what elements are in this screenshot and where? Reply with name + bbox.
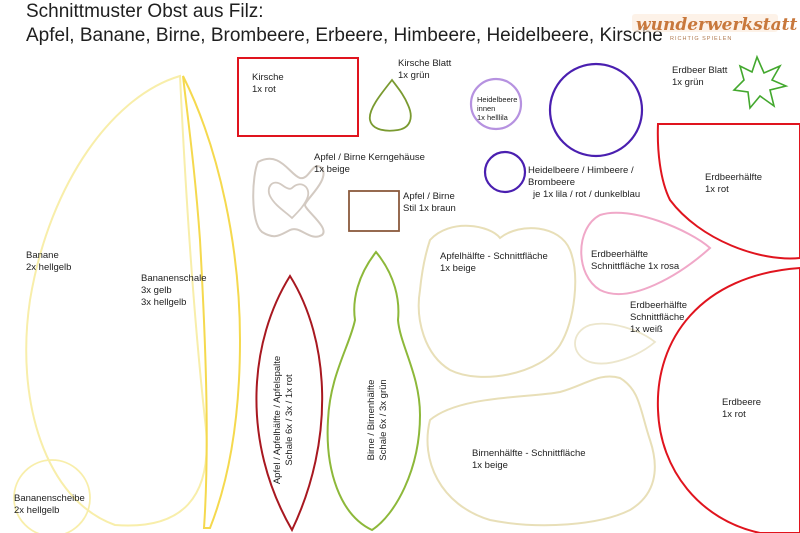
kirsche-blatt-qty: 1x grün xyxy=(398,70,430,81)
birne-shape xyxy=(326,250,422,532)
kerngehaeuse-label: Apfel / Birne Kerngehäuse xyxy=(314,152,425,163)
heidelbeere-innen-shape xyxy=(469,77,523,131)
kirsche-blatt-label: Kirsche Blatt xyxy=(398,58,452,69)
stil-qty: Stil 1x braun xyxy=(403,203,456,214)
stil-shape xyxy=(348,190,400,232)
erdbeerhaelfte-shape xyxy=(656,123,800,260)
apfelhaelfte-label: Apfelhälfte - Schnittfläche xyxy=(440,251,548,262)
bananenscheibe-label: Bananenscheibe xyxy=(14,493,85,504)
birne-qty: Schale 6x / 3x grün xyxy=(378,379,389,460)
bananenschale-qty2: 3x hellgelb xyxy=(141,297,186,308)
bananenschale-shape xyxy=(182,75,242,529)
heidelbeere-label: Heidelbeere / Himbeere / xyxy=(528,165,634,176)
apfelspalte-shape xyxy=(255,274,324,533)
heidelbeere-innen-qty: 1x helllila xyxy=(477,113,509,122)
kirsche-blatt-shape xyxy=(368,78,412,132)
heidelbeere-line2: Brombeere xyxy=(528,177,575,188)
kirsche-qty: 1x rot xyxy=(252,84,276,95)
erdbeer-schnitt-weiss-label: Erdbeerhälfte xyxy=(630,300,687,311)
page-title: Schnittmuster Obst aus Filz: xyxy=(26,1,264,22)
erdbeere-shape xyxy=(656,266,800,533)
apfelhaelfte-qty: 1x beige xyxy=(440,263,476,274)
banane-qty: 2x hellgelb xyxy=(26,262,71,273)
erdbeer-schnitt-rosa-qty: Schnittfläche 1x rosa xyxy=(591,261,680,272)
logo-text: wunderwerkstatt xyxy=(636,15,797,35)
bananenschale-label: Bananenschale xyxy=(141,273,207,284)
erdbeer-blatt-qty: 1x grün xyxy=(672,77,704,88)
erdbeere-label: Erdbeere xyxy=(722,397,761,408)
wunderwerkstatt-logo: wunderwerkstatt RICHTIG SPIELEN xyxy=(632,14,797,42)
erdbeerhaelfte-label: Erdbeerhälfte xyxy=(705,172,762,183)
heidelbeere-shape xyxy=(483,150,527,194)
bananenscheibe-qty: 2x hellgelb xyxy=(14,505,59,516)
logo-tagline: RICHTIG SPIELEN xyxy=(670,36,732,42)
apfelspalte-qty: Schale 6x / 3x / 1x rot xyxy=(284,374,295,466)
kirsche-label: Kirsche xyxy=(252,72,284,83)
kerngehaeuse-qty: 1x beige xyxy=(314,164,350,175)
birne-label: Birne / Birnenhälfte xyxy=(366,380,377,461)
page-subtitle: Apfel, Banane, Birne, Brombeere, Erbeere… xyxy=(26,25,663,46)
birnenhaelfte-shape xyxy=(426,375,656,527)
apfelhaelfte-shape xyxy=(417,224,577,378)
stil-label: Apfel / Birne xyxy=(403,191,455,202)
banane-shape xyxy=(25,74,208,527)
erdbeer-blatt-shape xyxy=(732,54,789,110)
banane-label: Banane xyxy=(26,250,59,261)
heidelbeere-qty: je 1x lila / rot / dunkelblau xyxy=(532,189,640,200)
erdbeer-schnitt-rosa-shape xyxy=(580,211,712,295)
erdbeere-qty: 1x rot xyxy=(722,409,746,420)
heidelbeere-gross-shape xyxy=(548,62,644,158)
bananenscheibe-shape xyxy=(13,459,91,533)
birnenhaelfte-label: Birnenhälfte - Schnittfläche xyxy=(472,448,586,459)
erdbeer-schnitt-weiss-line2: Schnittfläche xyxy=(630,312,684,323)
erdbeer-blatt-label: Erdbeer Blatt xyxy=(672,65,728,76)
kirsche-shape xyxy=(237,57,359,137)
heidelbeere-innen-line2: innen xyxy=(477,104,495,113)
apfelspalte-label: Apfel / Apfelhälfte / Apfelspalte xyxy=(272,356,283,484)
heidelbeere-innen-label: Heidelbeere xyxy=(477,95,517,104)
erdbeer-schnitt-rosa-label: Erdbeerhälfte xyxy=(591,249,648,260)
bananenschale-qty: 3x gelb xyxy=(141,285,172,296)
kerngehaeuse-heart-shape xyxy=(267,181,310,220)
kerngehaeuse-shape xyxy=(252,158,325,238)
erdbeer-schnitt-weiss-qty: 1x weiß xyxy=(630,324,663,335)
erdbeer-schnitt-weiss-shape xyxy=(574,322,657,365)
birnenhaelfte-qty: 1x beige xyxy=(472,460,508,471)
logo-backdrop xyxy=(632,14,778,32)
erdbeerhaelfte-qty: 1x rot xyxy=(705,184,729,195)
